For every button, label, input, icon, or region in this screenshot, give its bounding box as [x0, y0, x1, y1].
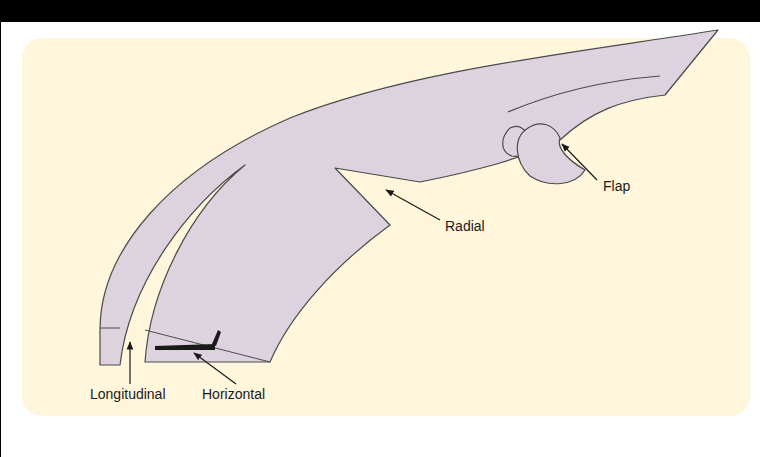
tear-label: Flap [603, 178, 630, 194]
flap [517, 124, 585, 184]
horizontal-plane-line [145, 330, 270, 362]
leader-horizontal [194, 353, 236, 384]
frame-edge [0, 22, 1, 457]
tear-label: Longitudinal [90, 386, 166, 402]
horizontal-tear-tick [212, 330, 221, 346]
inner-fold-line [508, 76, 660, 112]
meniscus-shape [100, 30, 718, 365]
leader-flap [562, 144, 597, 180]
strip-divider [100, 328, 120, 329]
tear-label: Radial [445, 218, 485, 234]
leader-longitudinal [129, 342, 130, 384]
leader-radial [386, 190, 440, 220]
horizontal-tear [155, 344, 215, 350]
tear-label: Horizontal [202, 386, 265, 402]
top-bar [0, 0, 760, 22]
